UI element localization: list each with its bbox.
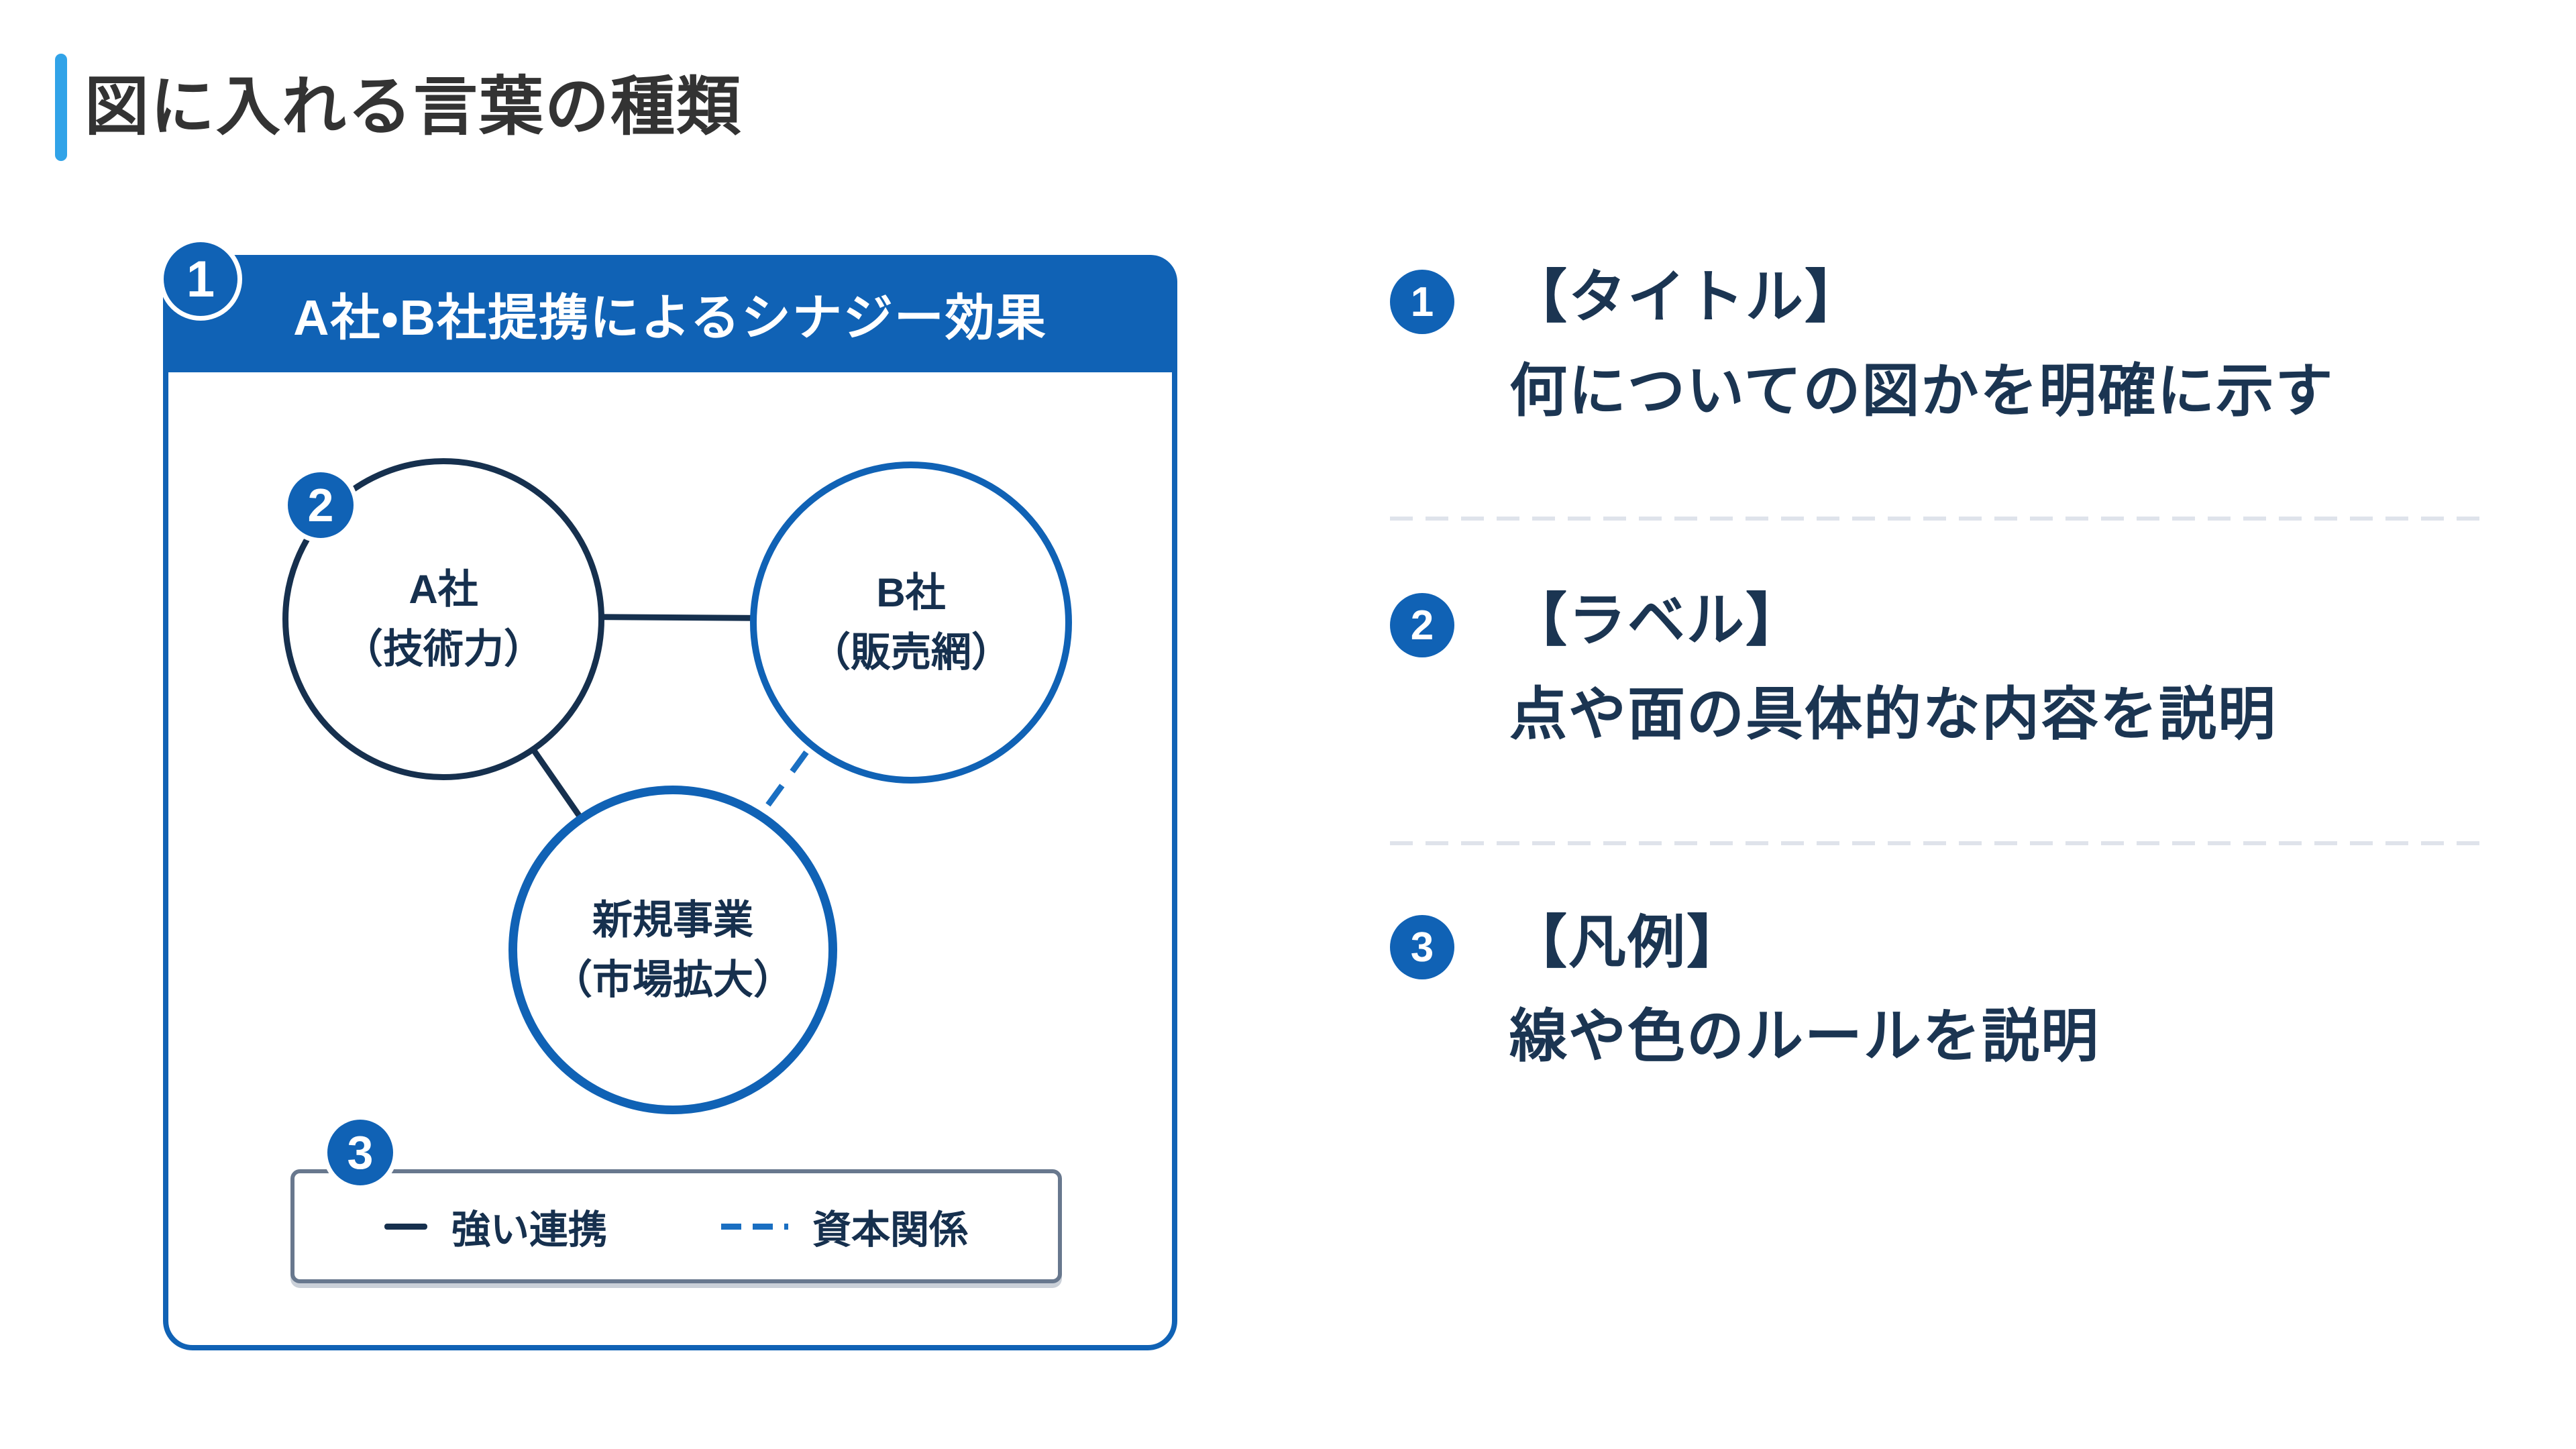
step-3-badge: 3 [1390,915,1454,979]
explanation-term-label: 【ラベル】 [1509,588,1805,653]
node-company-b-label: （販売網） [810,630,1012,675]
node-new-business-name: 新規事業 [592,898,753,943]
node-company-b-name: B社 [876,570,946,615]
dashed-line-swatch [721,1223,788,1230]
page-header: 図に入れる言葉の種類 [55,54,742,161]
explanation-desc-title: 何についての図かを明確に示す [1509,359,2334,423]
explanation-row-title: 1 【タイトル】 何についての図かを明確に示す [1390,268,2334,420]
explanation-row-legend: 3 【凡例】 線や色のルールを説明 [1390,914,2100,1065]
node-new-business: 新規事業 （市場拡大） [508,786,837,1114]
explanation-term-title: 【タイトル】 [1509,265,1864,329]
diagram-title-bar: A社・B社提携によるシナジー効果 [163,255,1177,372]
explanation-term-legend: 【凡例】 [1509,910,1746,975]
step-2-badge-digit: 2 [1410,602,1434,649]
explanation-desc-legend: 線や色のルールを説明 [1509,1004,2100,1069]
explanation-text-title: 【タイトル】 何についての図かを明確に示す [1509,268,2334,420]
title-number-badge-digit: 1 [186,250,215,308]
node-company-a-label: （技術力） [343,627,544,672]
step-1-badge-digit: 1 [1410,278,1434,325]
legend-item-capital-relation: 資本関係 [721,1198,968,1254]
legend-number-badge: 3 [323,1115,398,1190]
page-title: 図に入れる言葉の種類 [85,71,742,143]
node-company-b: B社 （販売網） [750,462,1072,784]
row-separator-1 [1390,517,2483,521]
explanation-desc-label: 点や面の具体的な内容を説明 [1509,682,2277,747]
explanation-text-label: 【ラベル】 点や面の具体的な内容を説明 [1509,592,2277,743]
row-separator-2 [1390,841,2483,845]
solid-line-swatch [384,1223,427,1230]
legend-item-strong-link: 強い連携 [384,1198,607,1254]
step-3-badge-digit: 3 [1410,924,1434,971]
legend-label-capital-relation: 資本関係 [812,1208,969,1252]
title-accent-bar [55,54,67,161]
example-diagram-card: A社・B社提携によるシナジー効果 A社 （技術力） B社 （販売網） 新規事業 … [159,237,1177,1350]
legend-label-strong-link: 強い連携 [451,1208,607,1252]
step-2-badge: 2 [1390,593,1454,657]
explanation-text-legend: 【凡例】 線や色のルールを説明 [1509,914,2100,1065]
node-new-business-label: （市場拡大） [552,957,794,1002]
step-1-badge: 1 [1390,270,1454,334]
legend-number-badge-digit: 3 [347,1126,374,1179]
node-company-a-name: A社 [409,567,478,612]
title-number-badge: 1 [159,237,242,321]
label-number-badge: 2 [283,468,358,543]
diagram-title: A社・B社提携によるシナジー効果 [293,290,1047,345]
legend-box: 強い連携 資本関係 [290,1169,1062,1283]
label-number-badge-digit: 2 [307,479,334,531]
explanation-row-label: 2 【ラベル】 点や面の具体的な内容を説明 [1390,592,2277,743]
